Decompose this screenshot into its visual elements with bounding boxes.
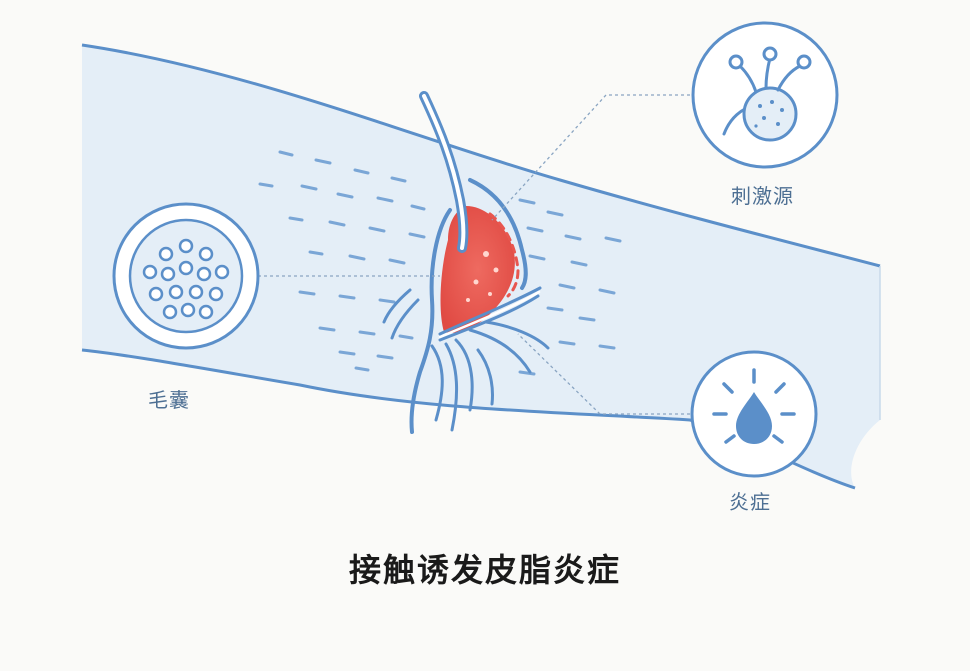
follicle-wall-right [468,178,528,290]
label-hair-follicle: 毛囊 [148,388,190,412]
follicle-pores-icon [112,202,260,350]
label-inflammation: 炎症 [729,490,771,514]
hair-shaft-highlight [422,94,466,250]
skin-top-edge [81,43,881,268]
root-fiber-highlight [438,290,541,339]
leader-lines [258,94,690,415]
microbe-icon [691,21,839,169]
follicle-wall-left [409,208,452,434]
diagram-caption: 接触诱发皮脂炎症 [348,551,621,589]
follicle-root-fibers [382,286,550,432]
inflamed-rim [488,212,520,298]
inflammation-spots [466,251,499,302]
droplet-rays-icon [690,350,818,478]
skin-texture-dashes [258,150,622,376]
label-irritant: 刺激源 [731,184,794,208]
